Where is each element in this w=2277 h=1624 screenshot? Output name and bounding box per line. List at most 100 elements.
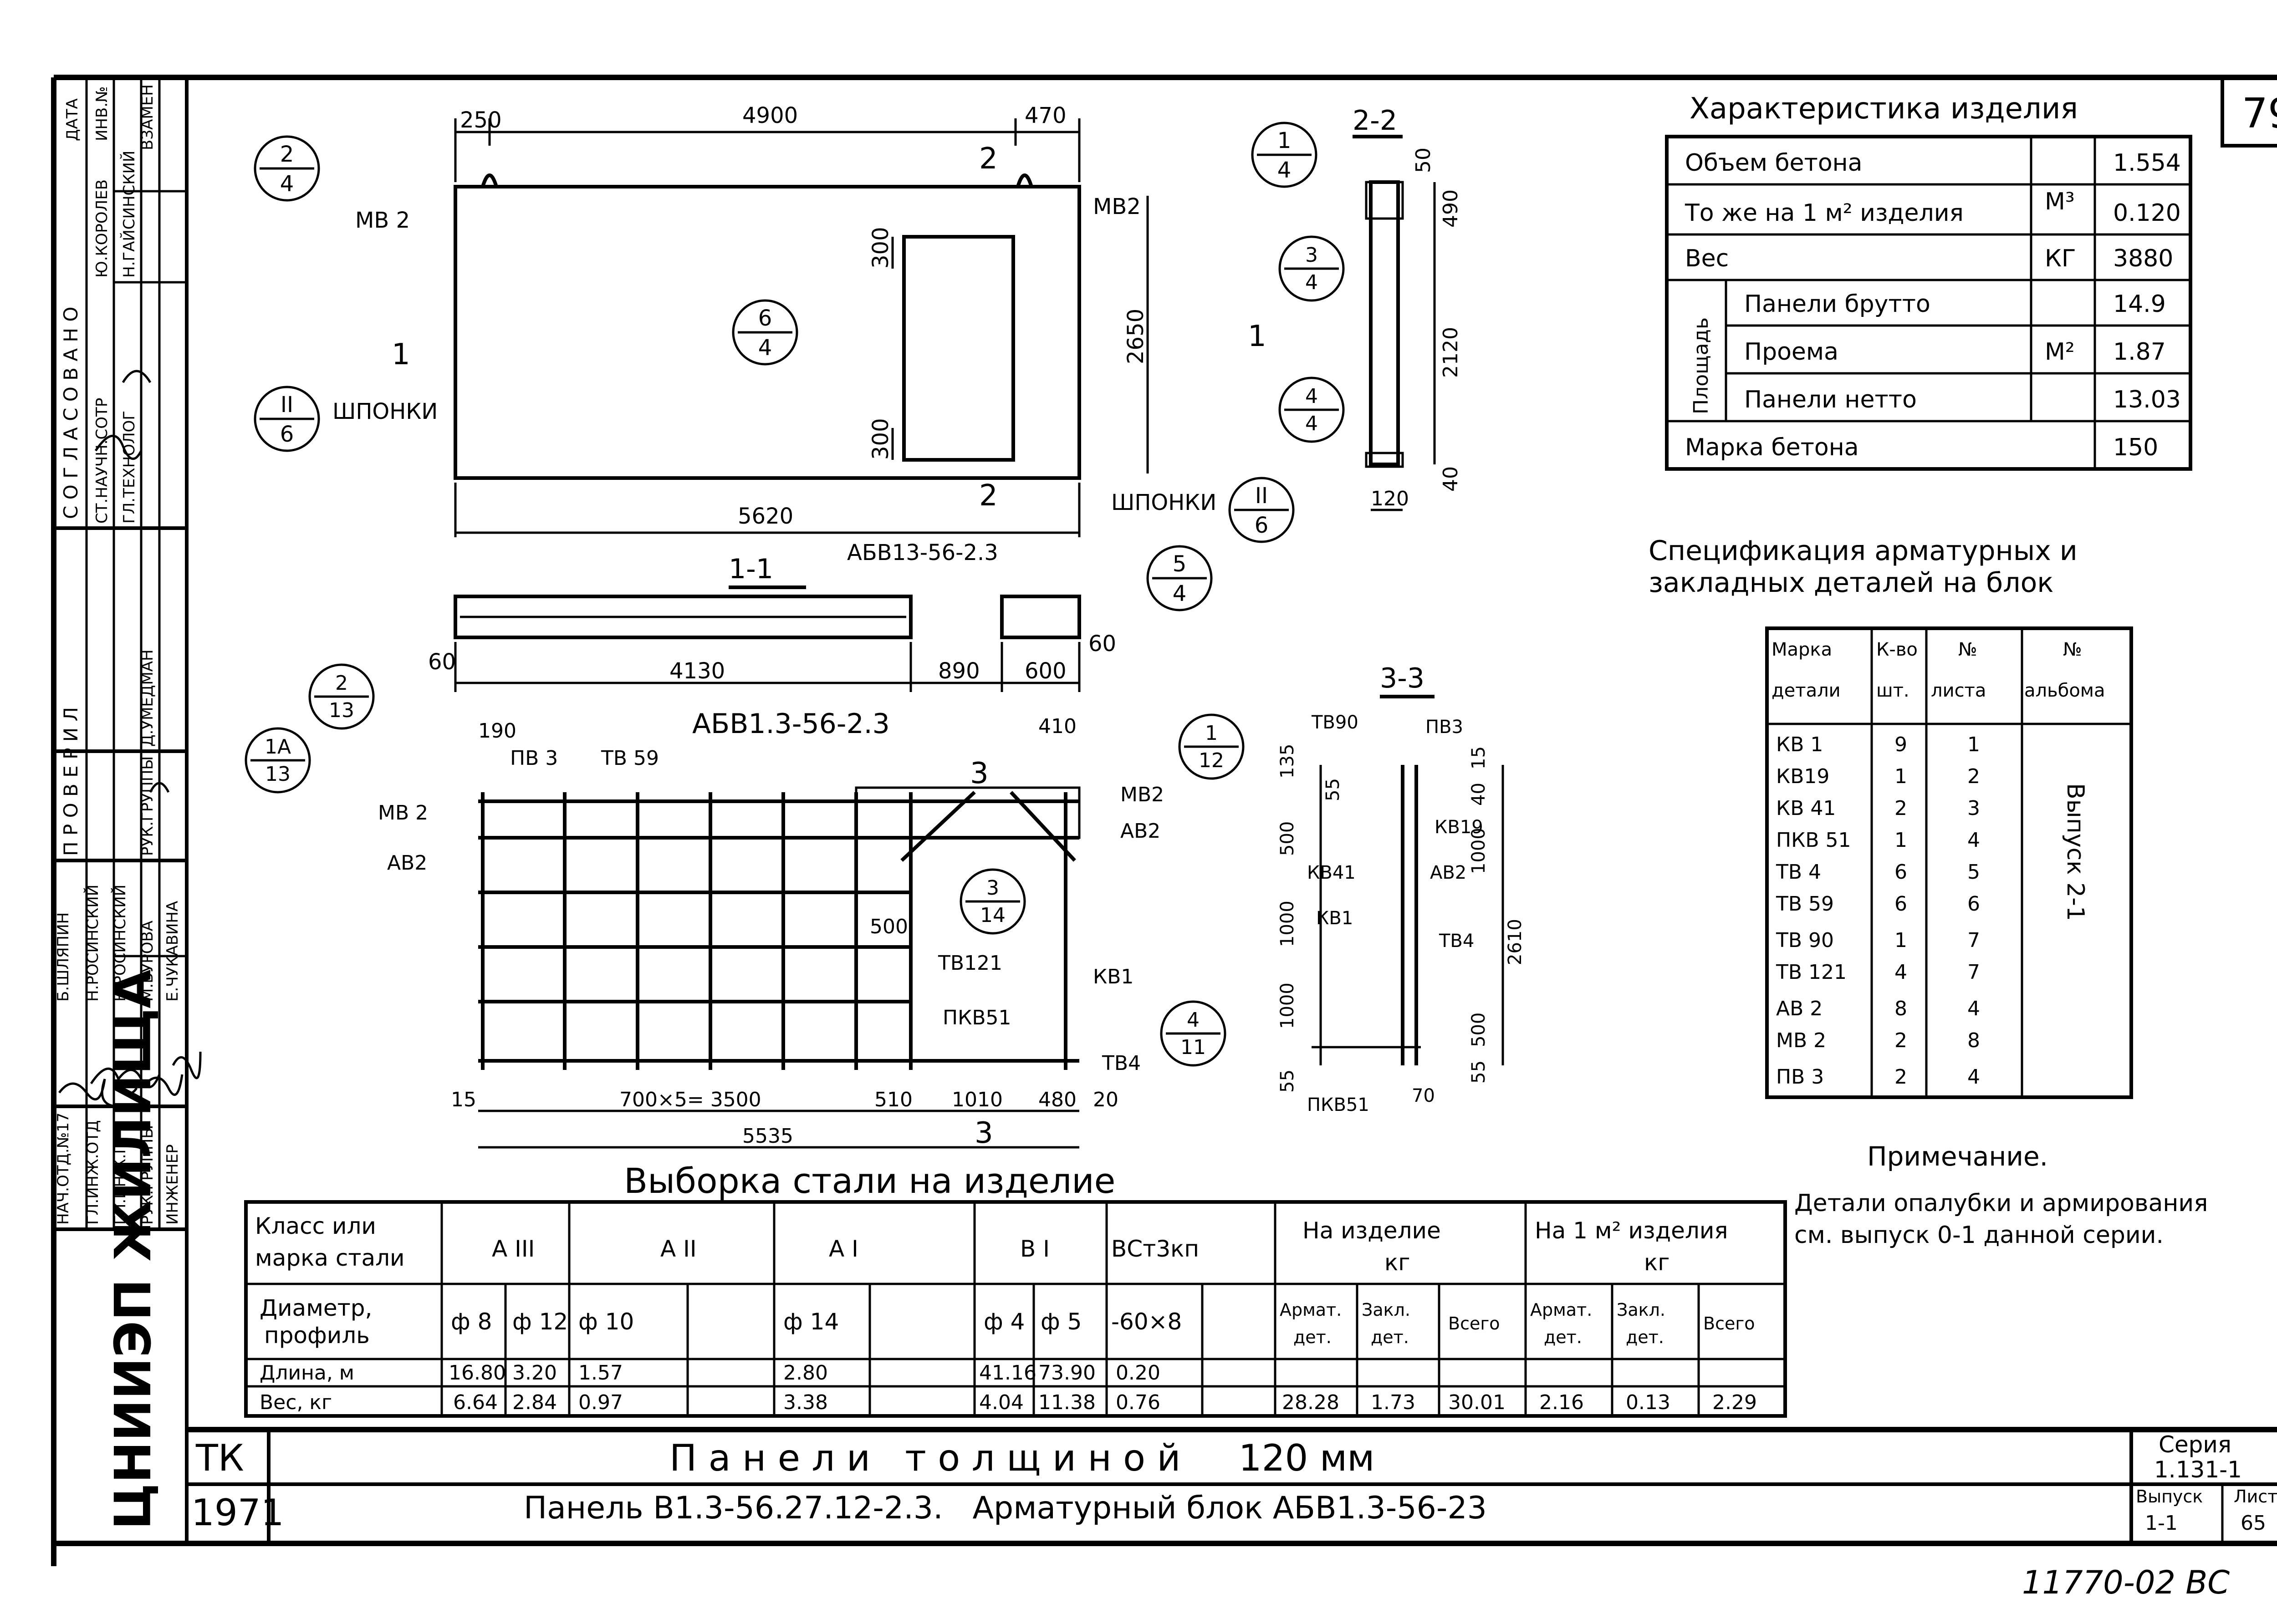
steel-class-b1: В I [1020,1236,1050,1262]
spec-row-8-qty: 4 [1894,961,1907,984]
char-area-label: Площадь [1690,317,1713,414]
s33-label-av2: АВ2 [1430,862,1466,883]
steel-diam-7: ф 4 [984,1308,1025,1335]
block-dim-20: 20 [1093,1088,1118,1111]
steel-weight-5: 3.38 [783,1391,828,1414]
char-row-1-value: 1.554 [2113,149,2181,177]
steel-sub-armat-m2-2: дет. [1544,1327,1582,1347]
steel-sub-armat-2: дет. [1293,1327,1332,1347]
spec-rows: КВ 1 9 1 КВ19 1 2 КВ 41 2 3 ПКВ 51 1 4 Т… [1776,733,2089,1089]
role-2: ГЛ.ИНЖ.ОТД [84,1120,102,1225]
steel-sub-zakl-m2: Закл. [1617,1300,1665,1320]
spec-row-2-qty: 1 [1894,765,1907,788]
steel-sub-zakl-m2-2: дет. [1626,1327,1664,1347]
callout-1-12-den: 12 [1199,749,1224,772]
section-mark-2-bottom: 2 [979,479,998,513]
reinforcement-block [245,663,1245,1149]
steel-sub-total-m2: Всего [1703,1313,1755,1334]
callout-6-4-den: 4 [758,335,772,361]
steel-diameters: ф 8 ф 12 ф 10 ф 14 ф 4 ф 5 -60×8 [451,1308,1182,1335]
spec-row-6-sheet: 6 [1967,892,1980,916]
steel-table [244,1200,1787,1418]
callouts-panel [254,122,1317,543]
section-1-1-text: 1-1 АБВ13-56-2.3 60 4130 890 600 60 5 4 [428,540,1186,684]
steel-total-3: 30.01 [1448,1391,1506,1414]
block-label-tv4: ТВ4 [1102,1052,1141,1075]
s33-dim-1000-a: 1000 [1277,901,1298,947]
s33-dim-55-right: 55 [1468,1060,1489,1084]
dim-470: 470 [1025,103,1067,128]
s33-dim-70: 70 [1412,1085,1435,1106]
char-row-5-value: 1.87 [2113,338,2166,366]
name-3: Н.РОСИНСКИЙ [111,885,129,1002]
steel-diam-header: Диаметр, [260,1295,372,1321]
s33-dim-500-right: 500 [1468,1013,1489,1047]
char-row-6-label: Панели нетто [1744,386,1917,413]
s11-dim-890: 890 [938,658,980,684]
title-sheet-label: Лист [2234,1487,2277,1507]
steel-title: Выборка стали на изделие [624,1161,1115,1201]
s11-dim-60-left: 60 [428,649,456,675]
steel-class-a3: А III [492,1236,535,1262]
s22-dim-50: 50 [1412,148,1435,173]
section-3-3 [1312,695,1504,1065]
steel-sub-total: Всего [1448,1313,1500,1334]
callout-4-4-num: 4 [1305,385,1318,408]
steel-sub-zakl-2: дет. [1371,1327,1409,1347]
spec-album: Выпуск 2-1 [2062,783,2089,921]
note: Примечание. Детали опалубки и армировани… [1794,1141,2208,1249]
label-mv2-left: МВ 2 [355,208,410,233]
footer-code: 11770-02 ВС [2022,1564,2230,1601]
steel-length-7: 41.16 [979,1361,1036,1385]
dim-250: 250 [460,107,502,133]
steel-weight-8: 11.38 [1038,1391,1096,1414]
spec-row-2-sheet: 2 [1967,765,1980,788]
panel-elevation [454,118,1149,537]
spec-row-9-qty: 8 [1894,997,1907,1020]
char-row-5-label: Проема [1744,338,1838,366]
steel-group-product-unit: кг [1384,1249,1410,1276]
role-3: ГЛ.ИНЖ.ПР [111,1133,129,1225]
dim-5620: 5620 [738,504,793,529]
approval-strip [54,76,187,1231]
name-4: М.БУРОВА [138,921,157,1002]
steel-class-header-2: марка стали [255,1245,405,1271]
signatures [58,370,202,1108]
steel-diam-header-2: профиль [264,1322,370,1349]
callout-5-4-den: 4 [1173,581,1187,606]
callouts-panel-text: 2 4 1 4 6 4 II 6 II 6 [280,128,1292,538]
s33-dim-1000-right: 1000 [1468,828,1489,874]
callout-II-6-right-num: II [1255,483,1268,509]
spec-row-8-sheet: 7 [1967,961,1980,984]
steel-weight-3: 0.97 [578,1391,623,1414]
steel-total-1: 28.28 [1282,1391,1339,1414]
section-3-3-title: 3-3 [1380,662,1424,694]
callout-II-6-left-den: 6 [280,422,294,447]
s33-dim-40: 40 [1468,783,1489,806]
callout-1-12-num: 1 [1205,722,1218,745]
s33-label-kv41: КВ41 [1307,862,1356,883]
characteristics-table [1665,135,2192,471]
spec-header-album: № [2063,639,2082,660]
callout-2-4-den: 4 [280,171,294,197]
role-4: РУК.ГРУППЫ [138,1125,157,1225]
spec-row-6-mark: ТВ 59 [1776,892,1834,916]
proveril-heading: П Р О В Е Р И Л [60,707,82,856]
steel-sub-armat: Армат. [1280,1300,1342,1320]
approval-top-inv: ИНВ.№ [93,87,111,142]
spec-row-7-mark: ТВ 90 [1776,929,1834,952]
section-mark-1-right: 1 [1248,320,1266,353]
steel-diam-8: ф 5 [1041,1308,1082,1335]
s11-dim-600: 600 [1025,658,1067,684]
block-label-av2-left: АВ2 [387,851,427,875]
steel-total-5: 0.13 [1626,1391,1670,1414]
panel-elevation-text: 250 4900 470 300 300 2650 5620 МВ 2 МВ2 … [332,103,1266,529]
soglasovano-heading: С О Г Л А С О В А Н О [60,307,82,519]
role-1: НАЧ.ОТД.№17 [54,1113,72,1225]
spec-row-3-qty: 2 [1894,797,1907,820]
char-row-2-label: То же на 1 м² изделия [1685,199,1964,227]
dim-4900: 4900 [742,103,798,128]
spec-row-9-mark: АВ 2 [1776,997,1823,1020]
s33-label-pkv51: ПКВ51 [1307,1095,1369,1115]
steel-class-header: Класс или [255,1213,376,1239]
